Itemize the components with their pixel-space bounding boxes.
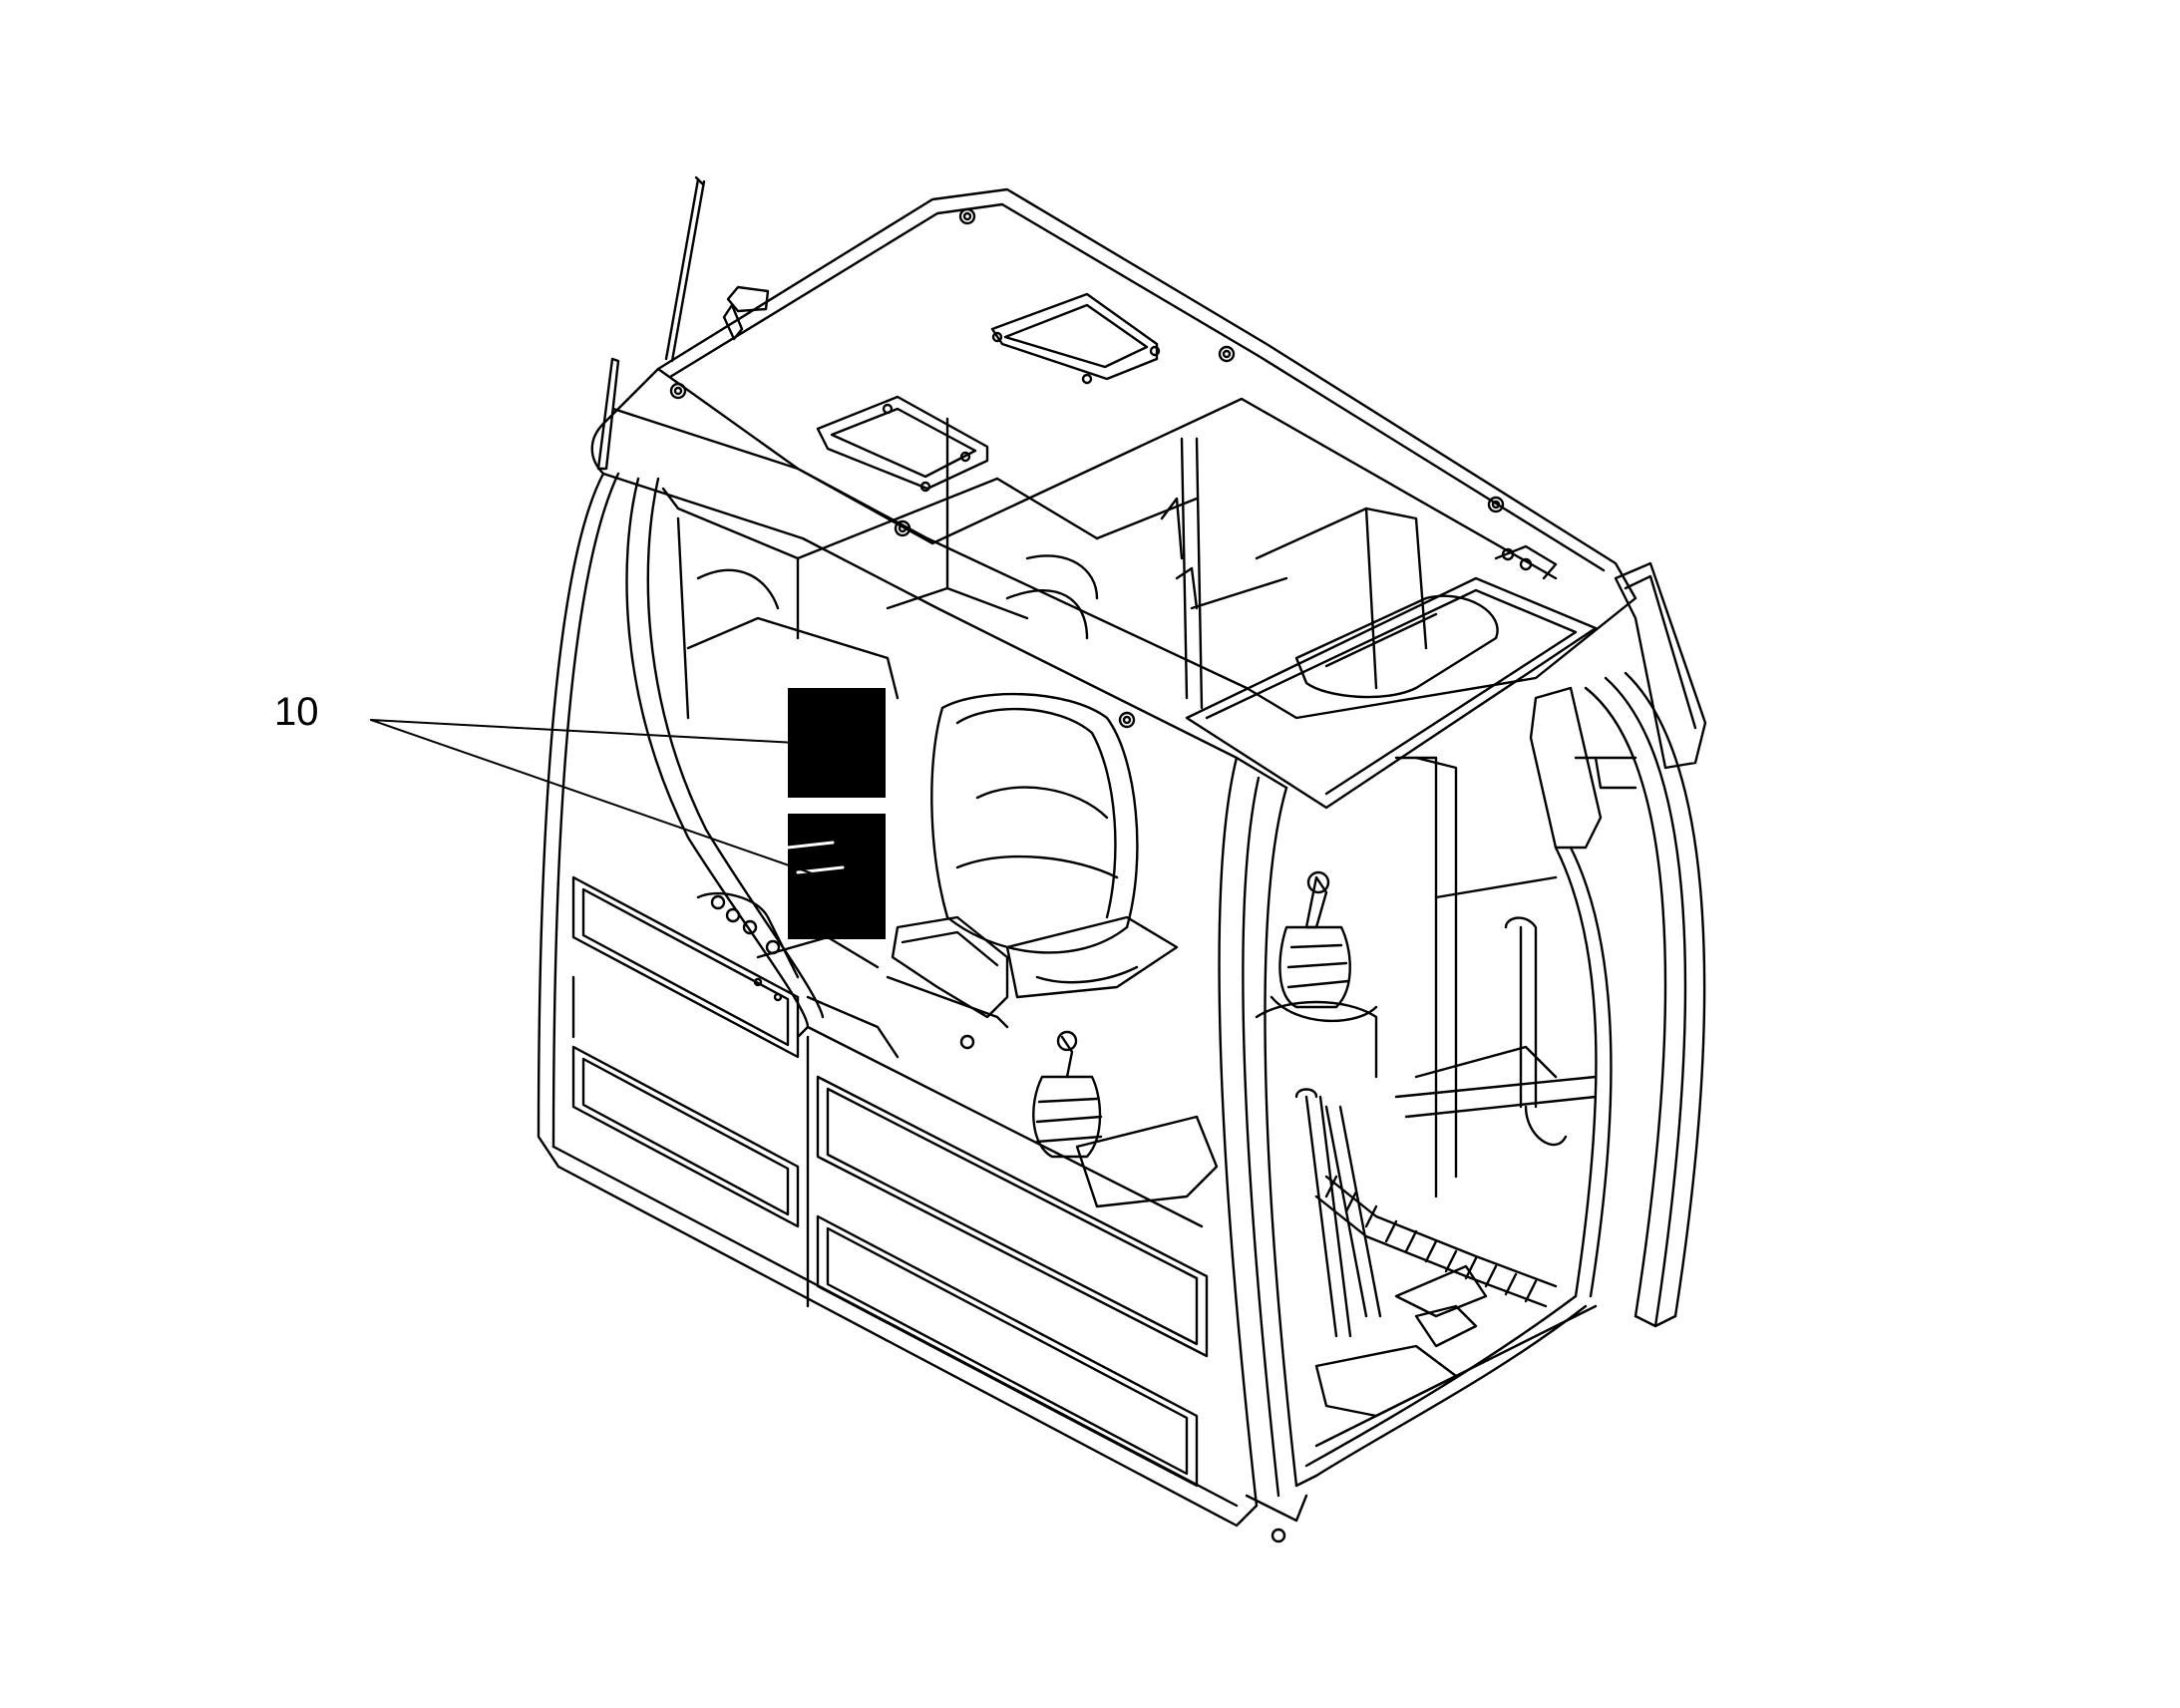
callout-label: 10 <box>274 690 319 734</box>
cab-right-front <box>1294 671 1706 1488</box>
antenna <box>596 175 770 471</box>
cab-roof <box>590 187 1637 790</box>
operator-seat <box>886 692 1179 1050</box>
leader-line-upper <box>370 719 797 744</box>
callout-10: 10 <box>274 690 839 883</box>
cab-decal-labels <box>786 688 886 939</box>
leader-line-lower <box>370 719 839 883</box>
cab-left-side <box>537 472 1259 1528</box>
decal-upper <box>788 688 886 798</box>
decal-lower <box>788 814 886 939</box>
front-pillar <box>1218 756 1308 1543</box>
front-visor <box>1185 544 1598 810</box>
cab-interior <box>661 417 1568 1198</box>
side-mirror <box>1529 561 1707 850</box>
floor-mat <box>1314 1075 1598 1308</box>
joysticks <box>1032 870 1488 1418</box>
